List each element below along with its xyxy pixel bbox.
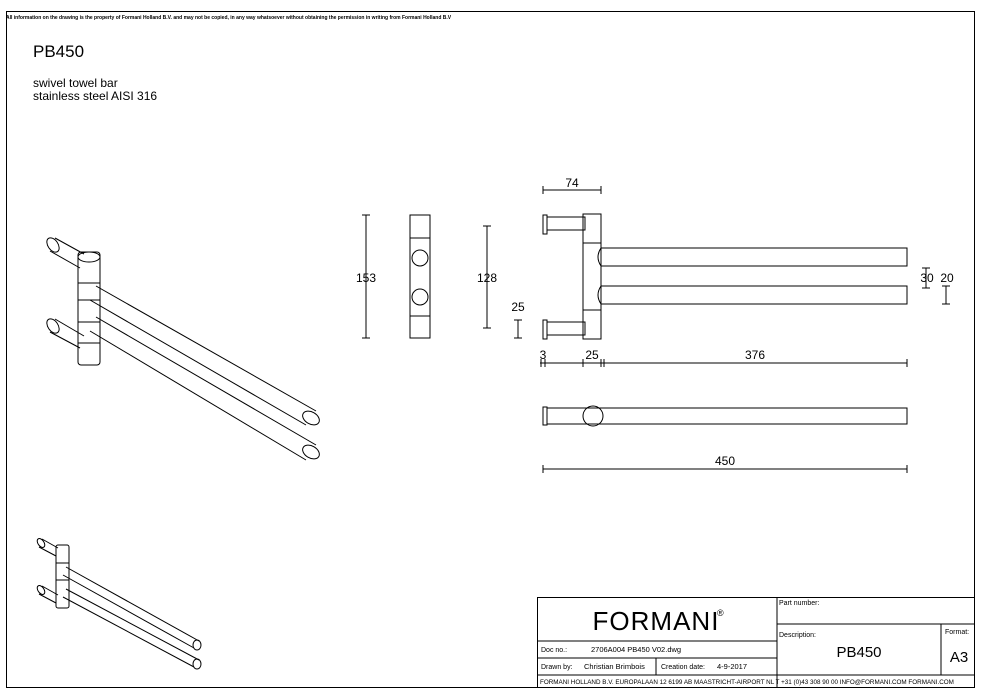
part-number-label: Part number: (779, 600, 820, 607)
drawn-by-label: Drawn by: (541, 664, 573, 671)
dim-bar-height: 20 (940, 271, 954, 285)
dim-side-height: 153 (356, 271, 376, 285)
top-view (542, 405, 908, 473)
copyright-notice: All information on the drawing is the pr… (6, 15, 452, 21)
dim-wall-offset: 3 (540, 348, 547, 362)
doc-no-label: Doc no.: (541, 647, 567, 654)
doc-no-value: 2706A004 PB450 V02.dwg (591, 645, 681, 654)
format-label: Format: (945, 629, 969, 636)
dim-bar-diameter: 25 (511, 300, 525, 314)
description-label: Description: (779, 632, 816, 639)
brand-registered-mark: ® (717, 608, 724, 618)
title-block (537, 597, 975, 688)
product-code: PB450 (33, 42, 85, 61)
front-view (514, 186, 950, 367)
dim-arm-spacing: 30 (920, 271, 934, 285)
drawn-by-value: Christian Brimbois (584, 662, 645, 671)
company-footer: FORMANI HOLLAND B.V. EUROPALAAN 12 6199 … (540, 679, 954, 686)
dim-front-width: 74 (565, 176, 579, 190)
product-description-line2: stainless steel AISI 316 (33, 89, 158, 103)
isometric-view-large (46, 237, 320, 461)
creation-date-label: Creation date: (661, 664, 705, 671)
description-value: PB450 (836, 644, 881, 661)
format-value: A3 (950, 649, 968, 666)
dim-bar-length: 376 (745, 348, 765, 362)
product-description-line1: swivel towel bar (33, 76, 118, 90)
side-view (362, 214, 491, 339)
dim-side-inner: 128 (477, 271, 497, 285)
dim-total-length: 450 (715, 454, 735, 468)
brand-logo: FORMANI (593, 606, 720, 636)
creation-date-value: 4-9-2017 (717, 662, 747, 671)
dim-hinge-width: 25 (585, 348, 599, 362)
sheet-frame (6, 11, 975, 688)
isometric-view-small (36, 538, 202, 670)
